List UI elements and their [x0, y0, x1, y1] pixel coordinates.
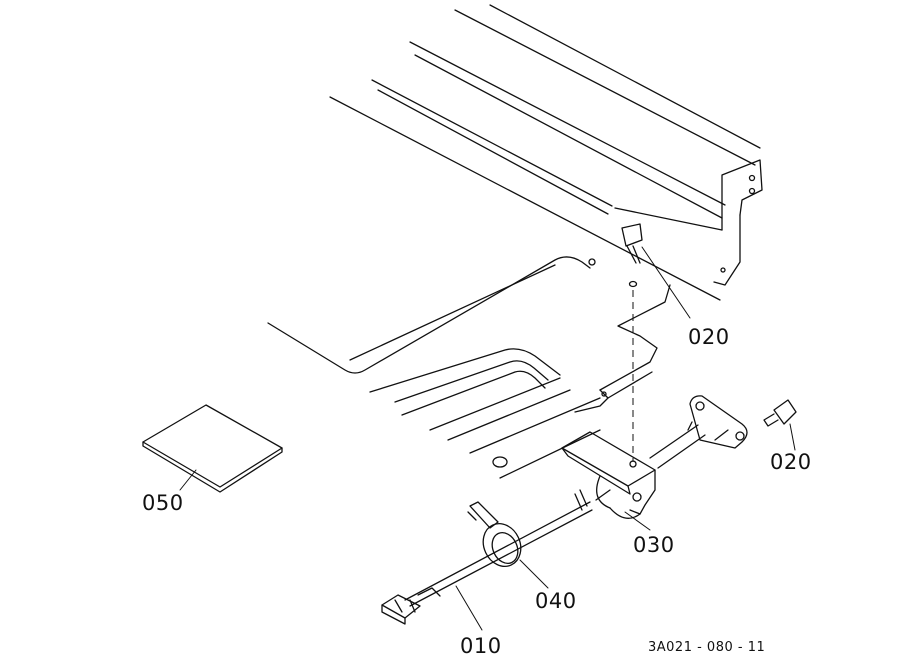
label-harness: 010: [460, 634, 502, 658]
label-sensor-bracket: 030: [633, 533, 675, 557]
label-instruction-sheet: 050: [142, 491, 184, 515]
sensor-bracket: [561, 431, 656, 531]
floor-panel: [267, 256, 601, 479]
cable-clamp: [467, 501, 549, 589]
harness-cable: [381, 489, 611, 631]
label-right-bolt: 020: [770, 450, 812, 474]
upper-bolt: [621, 223, 691, 319]
drawing-code: 3A021 - 080 - 11: [648, 640, 766, 655]
sensor-unit: [649, 395, 748, 469]
frame-bracket: [574, 284, 671, 413]
right-bolt: [763, 399, 797, 451]
label-cable-clamp: 040: [535, 589, 577, 613]
frame-rails: [329, 4, 763, 301]
label-upper-bolt: 020: [688, 325, 730, 349]
instruction-sheet: [142, 404, 283, 493]
